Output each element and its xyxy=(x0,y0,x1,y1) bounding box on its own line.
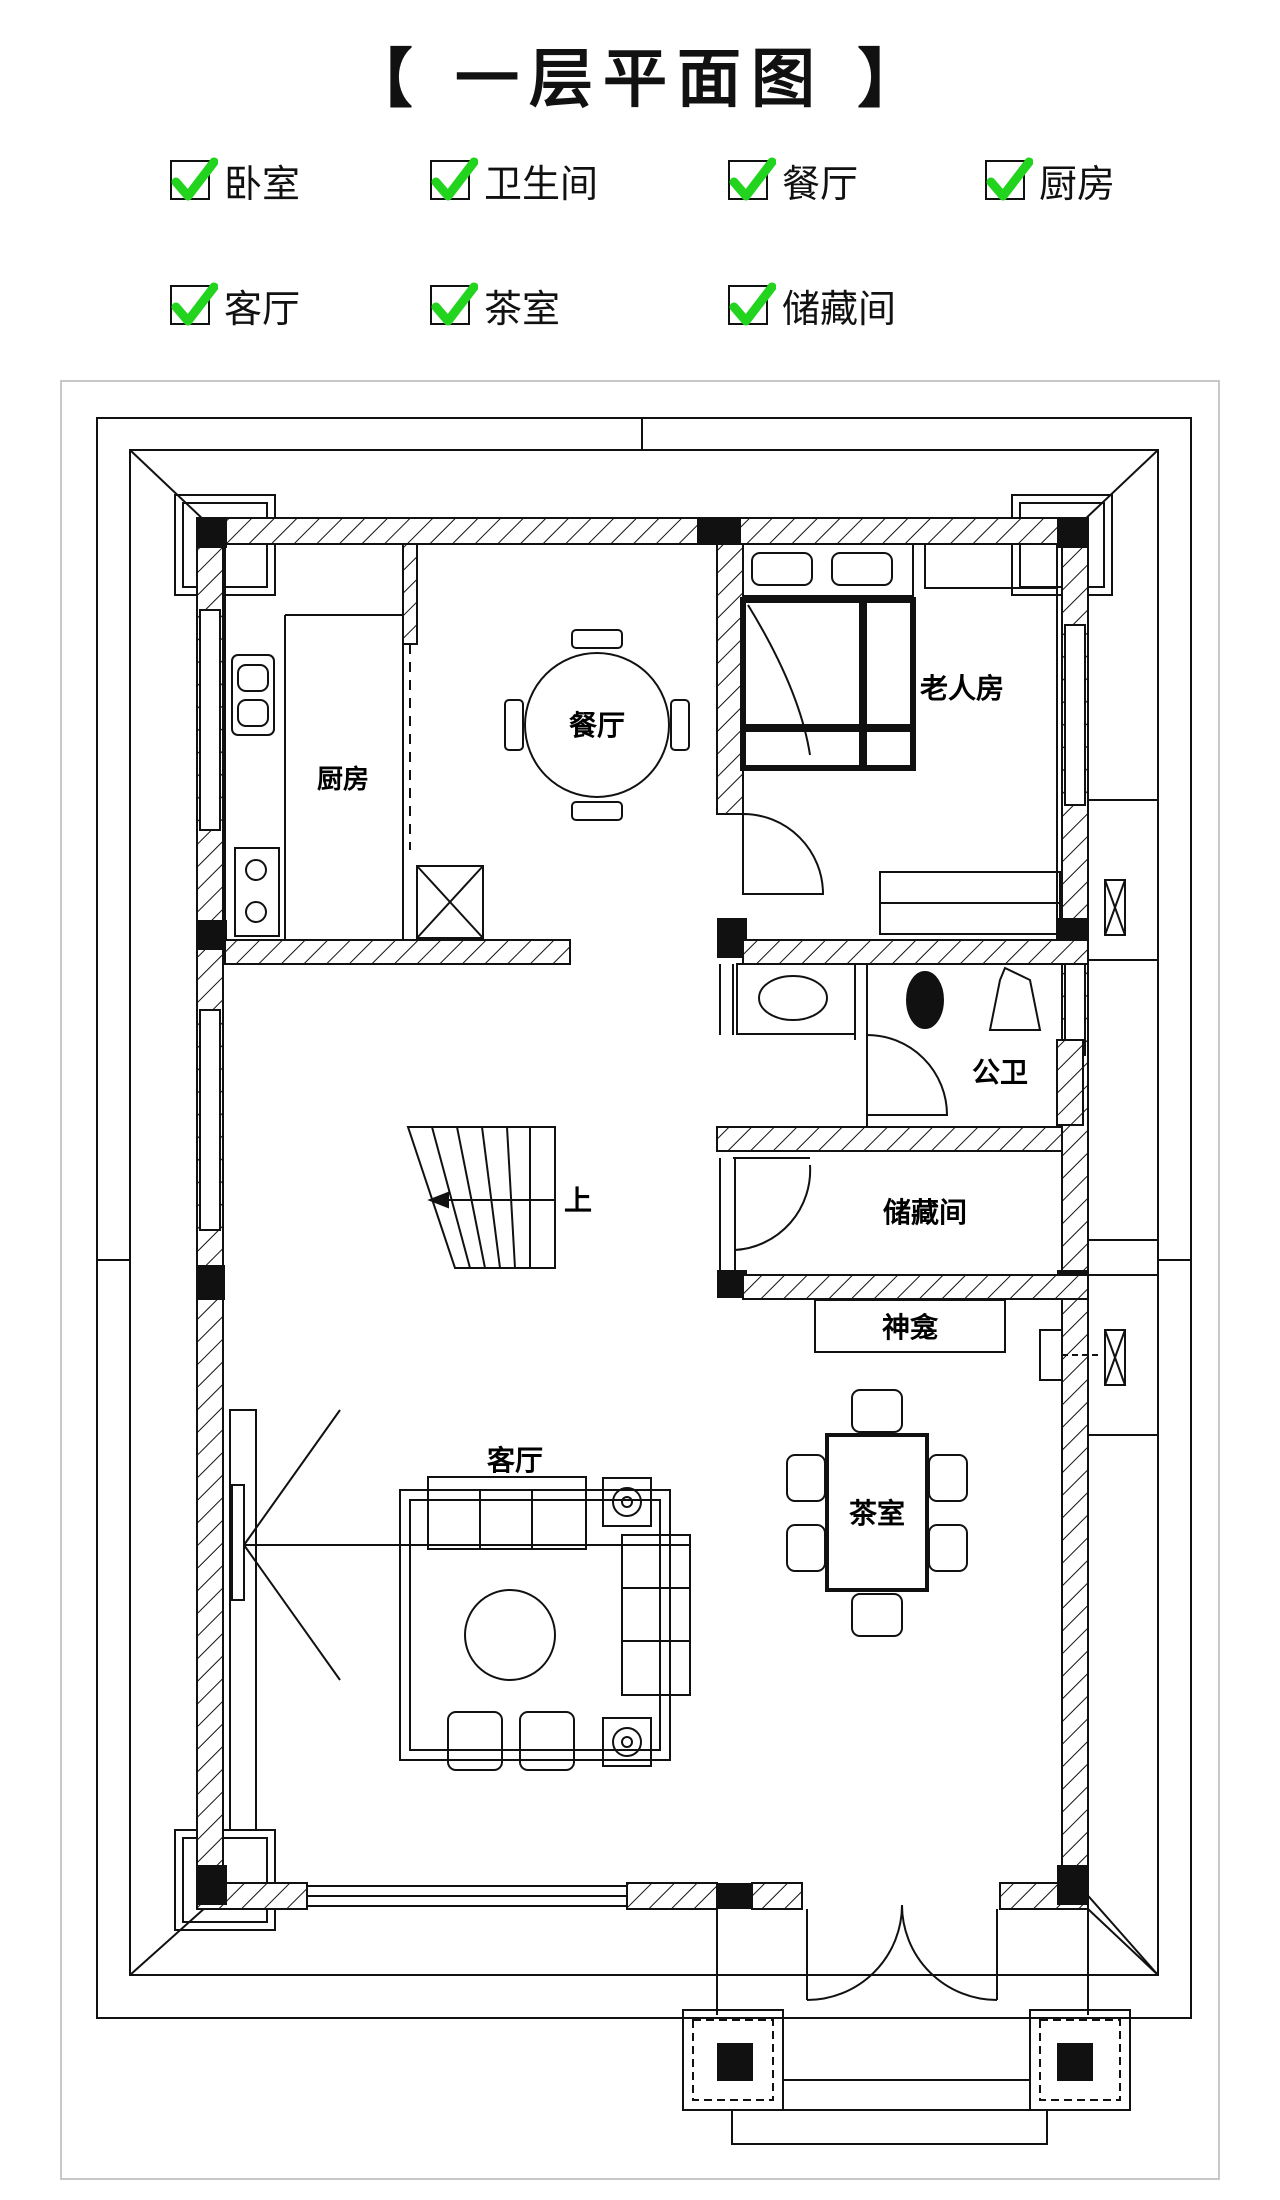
legend-item-storage: 储藏间 xyxy=(728,275,896,335)
checkmark-icon xyxy=(728,157,776,201)
shrine-cabinet xyxy=(814,1299,1006,1353)
legend-label: 厨房 xyxy=(1039,161,1116,206)
corner-columns xyxy=(174,494,1113,1931)
room-legend: 卧室 卫生间 餐厅 厨房 客厅 茶室 储藏间 xyxy=(0,150,1280,350)
tea-table xyxy=(786,1389,968,1637)
page-title: 【 一层平面图 】 xyxy=(348,43,932,117)
legend-label: 储藏间 xyxy=(782,286,897,331)
legend-label: 客厅 xyxy=(224,286,301,331)
checkmark-icon xyxy=(985,157,1033,201)
legend-label: 茶室 xyxy=(484,286,561,331)
kitchen-label: 厨房 xyxy=(317,765,369,795)
public-bath-label: 公卫 xyxy=(972,1056,1028,1089)
legend-item-dining: 餐厅 xyxy=(728,150,858,210)
legend-item-bathroom: 卫生间 xyxy=(430,150,598,210)
public-bath-fixtures xyxy=(736,963,1042,1116)
legend-item-kitchen: 厨房 xyxy=(985,150,1115,210)
living-label: 客厅 xyxy=(487,1444,543,1477)
windows-side xyxy=(199,609,1086,1231)
kitchen-counter xyxy=(224,543,484,941)
legend-item-tea-room: 茶室 xyxy=(430,275,560,335)
window-south xyxy=(306,1885,628,1907)
interior-partitions xyxy=(719,544,1058,1270)
checkmark-icon xyxy=(170,157,218,201)
checkmark-icon xyxy=(430,282,478,326)
legend-item-living: 客厅 xyxy=(170,275,300,335)
roof-outline xyxy=(96,417,1192,2019)
checkmark-icon xyxy=(170,282,218,326)
legend-item-bedroom: 卧室 xyxy=(170,150,300,210)
legend-label: 卫生间 xyxy=(484,161,599,206)
tea-room-label: 茶室 xyxy=(849,1497,905,1530)
checkmark-icon xyxy=(728,282,776,326)
plan-frame xyxy=(60,380,1220,2180)
elder-room-bed xyxy=(740,543,1061,935)
stair-up-label: 上 xyxy=(564,1184,592,1217)
checkmark-icon xyxy=(430,157,478,201)
elder-room-label: 老人房 xyxy=(920,672,1004,705)
entrance-porch xyxy=(682,1904,1159,2145)
staircase xyxy=(406,1126,556,1269)
dining-table xyxy=(504,629,690,821)
ac-unit-icons xyxy=(1039,799,1159,1436)
legend-label: 卧室 xyxy=(224,161,301,206)
dining-label: 餐厅 xyxy=(569,709,625,742)
shrine-label: 神龛 xyxy=(882,1311,939,1344)
living-room-furniture xyxy=(229,1409,691,1831)
legend-label: 餐厅 xyxy=(782,161,859,206)
storage-label: 储藏间 xyxy=(883,1196,967,1229)
interior-walls xyxy=(224,543,1089,1300)
storage-door xyxy=(733,1157,812,1251)
